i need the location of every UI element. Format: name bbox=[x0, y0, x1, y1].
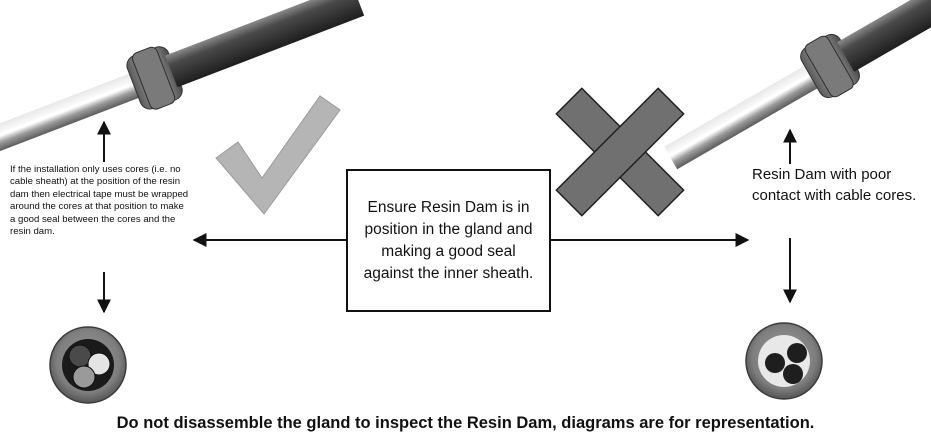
right-note-text: Resin Dam with poor contact with cable c… bbox=[752, 166, 917, 204]
left-cable-illustration bbox=[0, 0, 365, 159]
check-mark-icon bbox=[215, 95, 341, 215]
center-instruction-text: Ensure Resin Dam is in position in the g… bbox=[363, 198, 534, 282]
cross-mark-icon bbox=[555, 87, 685, 217]
left-note-text: If the installation only uses cores (i.e… bbox=[10, 164, 189, 238]
right-cross-section bbox=[745, 322, 823, 400]
footer-disclaimer: Do not disassemble the gland to inspect … bbox=[116, 414, 815, 432]
right-cable-illustration bbox=[664, 0, 931, 170]
left-cross-section bbox=[49, 326, 127, 404]
center-instruction-box: Ensure Resin Dam is in position in the g… bbox=[346, 169, 551, 312]
